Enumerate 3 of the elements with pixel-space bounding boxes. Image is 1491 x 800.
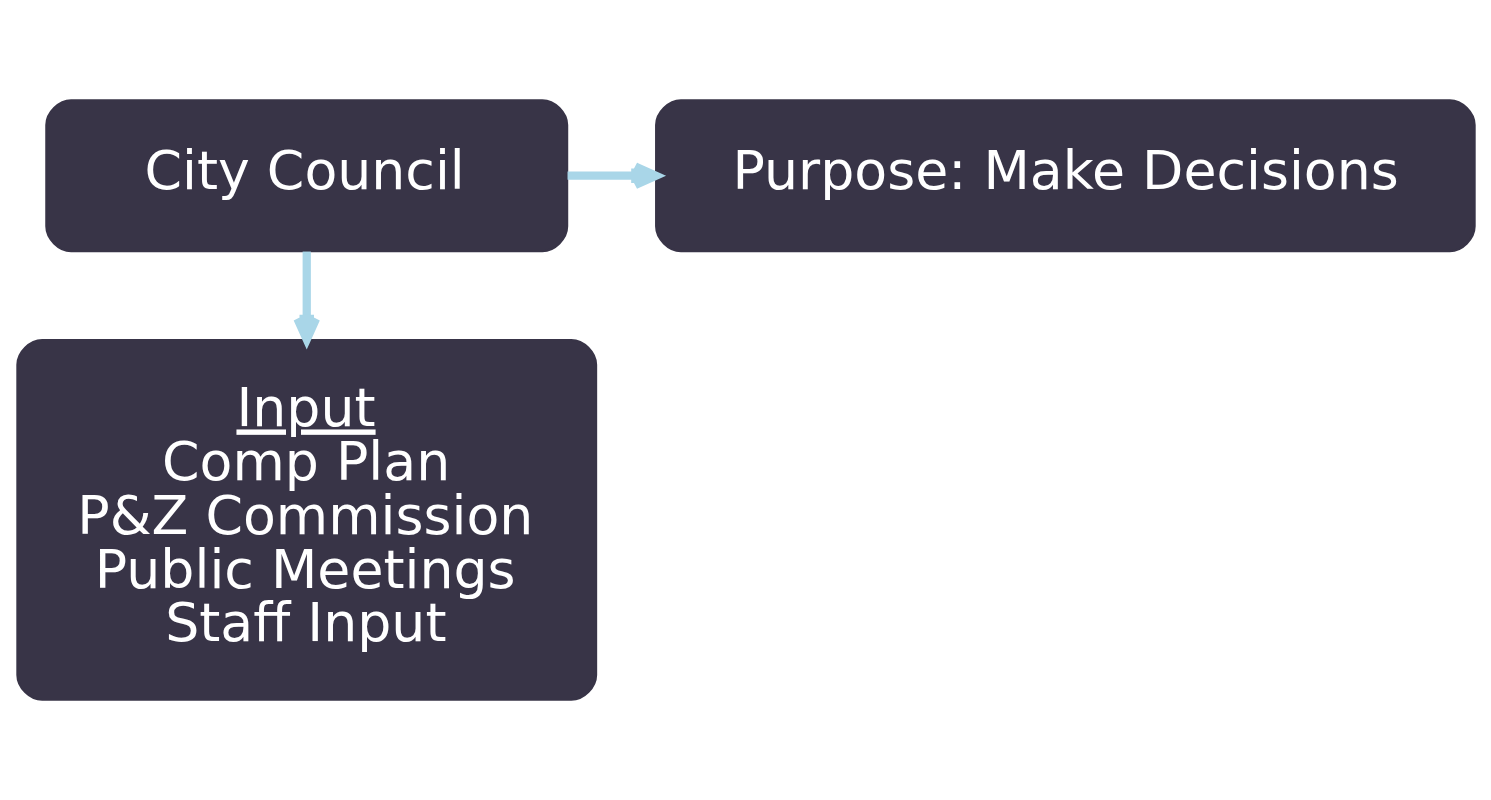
node-box: Purpose: Make Decisions: [654, 99, 1476, 253]
node-box: City Council: [44, 99, 568, 253]
node-box: Input Comp Plan P&Z Commission Public Meetings Staff Input: [15, 339, 597, 701]
